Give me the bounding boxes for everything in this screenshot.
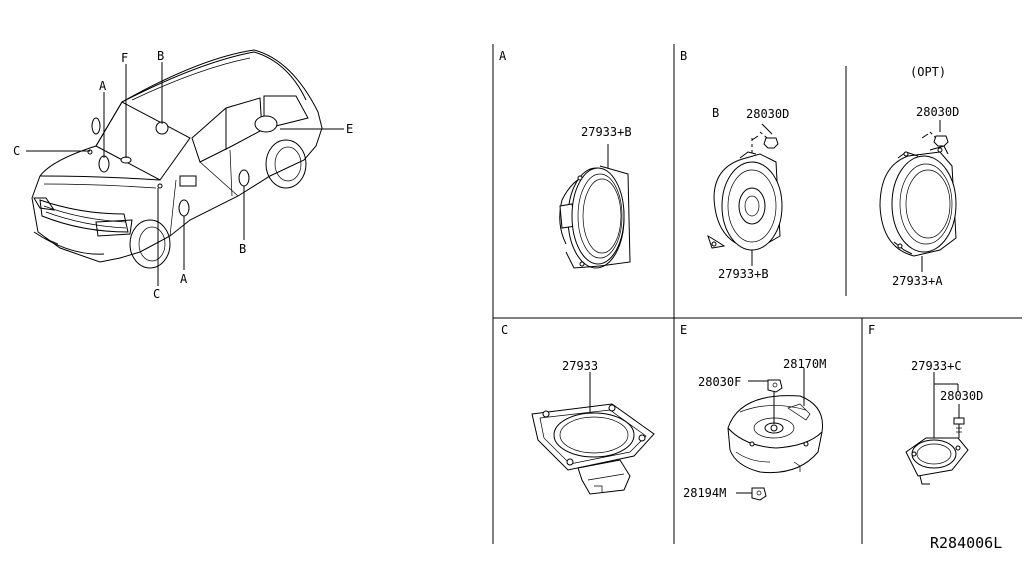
part-b-screw-opt: 28030D bbox=[916, 105, 959, 119]
diagram-id: R284006L bbox=[930, 534, 1002, 552]
screw-f bbox=[953, 404, 965, 438]
screw-b-optional bbox=[921, 120, 949, 147]
subwoofer-e bbox=[727, 368, 824, 474]
callout-f: F bbox=[121, 51, 128, 65]
screw-b-standard bbox=[751, 123, 779, 149]
callout-c-bottom: C bbox=[153, 287, 160, 301]
clip-e bbox=[748, 379, 783, 424]
part-b-screw-std: 28030D bbox=[746, 107, 789, 121]
vehicle-illustration bbox=[26, 49, 344, 286]
panel-grid bbox=[492, 44, 1022, 544]
part-e-speaker: 28170M bbox=[783, 357, 826, 371]
panel-c-letter: C bbox=[501, 323, 508, 337]
part-e-nut: 28194M bbox=[683, 486, 726, 500]
dash-speaker-c bbox=[531, 372, 655, 495]
speaker-b-standard bbox=[707, 138, 783, 266]
callout-c-left: C bbox=[13, 144, 20, 158]
panel-f-letter: F bbox=[868, 323, 875, 337]
panel-b-letter: B bbox=[680, 49, 687, 63]
tweeter-f bbox=[905, 437, 969, 485]
callout-a-top: A bbox=[99, 79, 107, 93]
callout-b-bottom: B bbox=[239, 242, 246, 256]
part-b-speaker-opt: 27933+A bbox=[892, 274, 943, 288]
part-c: 27933 bbox=[562, 359, 598, 373]
nut-e bbox=[736, 487, 767, 501]
callout-a-bottom: A bbox=[180, 272, 188, 286]
callout-b-top: B bbox=[157, 49, 164, 63]
part-e-clip: 28030F bbox=[698, 375, 741, 389]
panel-b-sub-letter: B bbox=[712, 106, 719, 120]
speaker-b-optional bbox=[879, 145, 957, 272]
front-door-speaker-a bbox=[559, 144, 631, 269]
part-b-speaker-std: 27933+B bbox=[718, 267, 769, 281]
part-f-speaker: 27933+C bbox=[911, 359, 962, 373]
part-a: 27933+B bbox=[581, 125, 632, 139]
part-f-screw: 28030D bbox=[940, 389, 983, 403]
panel-a-letter: A bbox=[499, 49, 507, 63]
loc-front-tweeter bbox=[98, 155, 110, 173]
panel-b-opt-label: (OPT) bbox=[910, 65, 946, 79]
panel-e-letter: E bbox=[680, 323, 687, 337]
callout-e: E bbox=[346, 122, 353, 136]
